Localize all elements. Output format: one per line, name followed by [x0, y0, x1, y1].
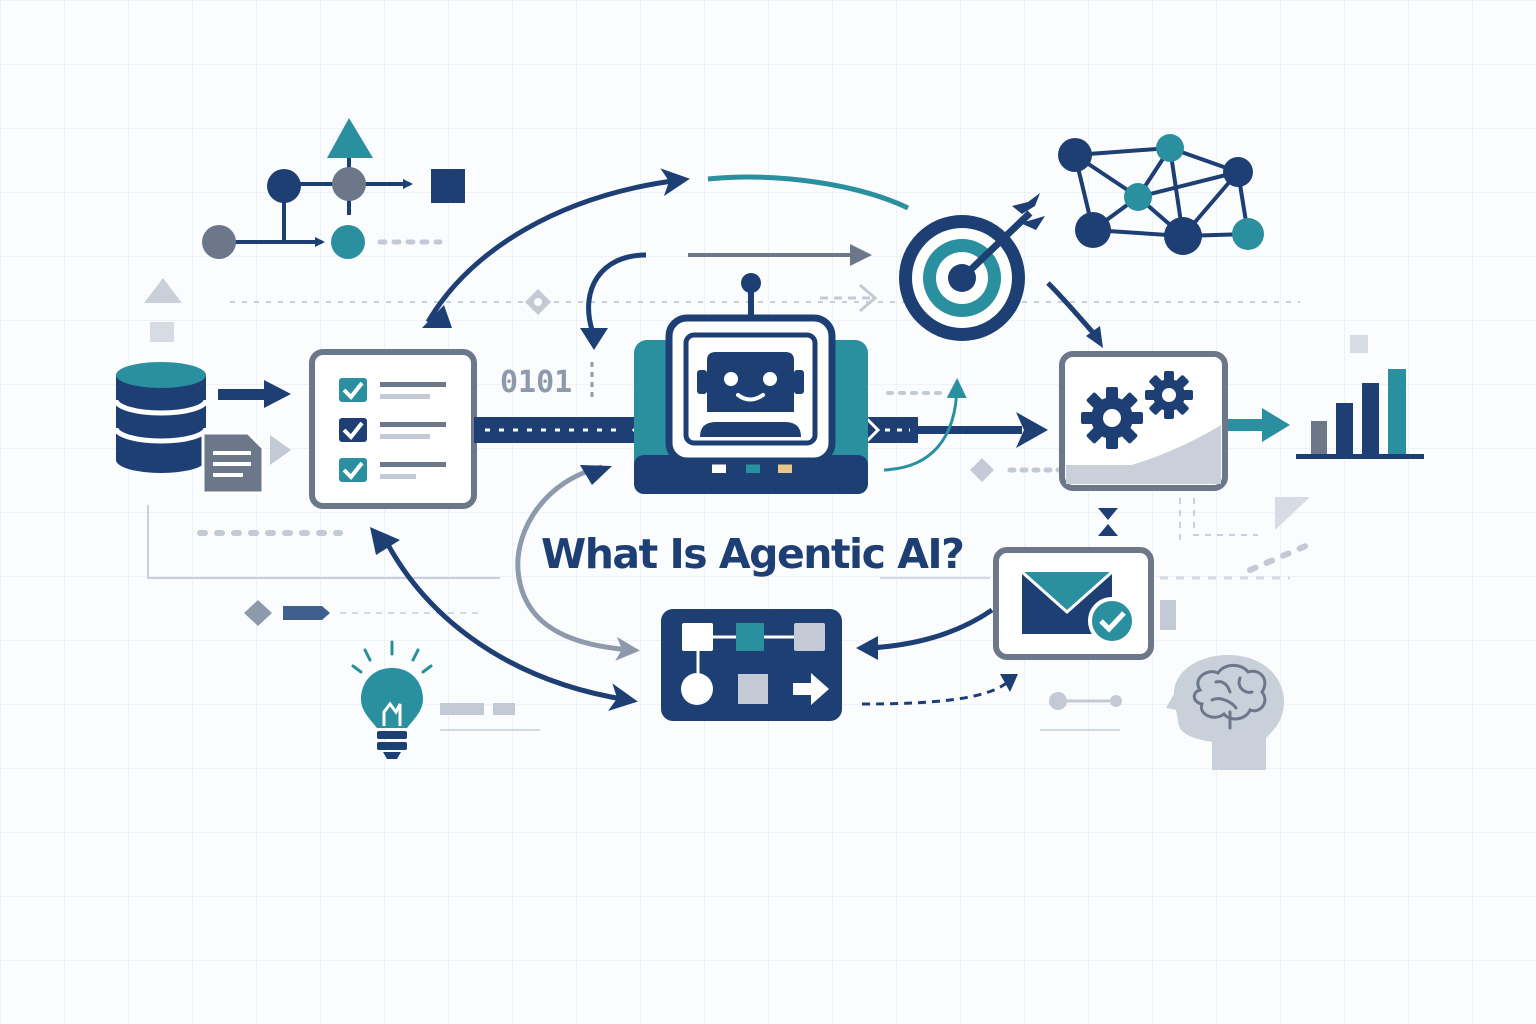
- flowchart-icon: [202, 118, 465, 259]
- target-icon: [899, 193, 1045, 341]
- background-decorations: [147, 239, 1318, 731]
- email-check-icon: [993, 547, 1154, 660]
- vertical-connector: [1098, 508, 1118, 536]
- workflow-icon: [661, 609, 842, 721]
- bar-chart-icon: [1296, 369, 1424, 459]
- page-title: What Is Agentic AI?: [541, 530, 963, 578]
- document-icon: [201, 431, 265, 495]
- checklist-icon: [309, 349, 477, 509]
- lightbulb-icon: [351, 640, 433, 759]
- input-arrows: [218, 380, 291, 465]
- background-shapes: [144, 278, 1368, 715]
- database-icon: [113, 362, 209, 473]
- teal-output-arrow: [1228, 408, 1290, 442]
- binary-label: 0101: [500, 365, 572, 400]
- network-icon: [1058, 134, 1264, 255]
- gears-icon: [1059, 351, 1228, 491]
- process-arrows: [370, 168, 1103, 712]
- brain-head-icon: [1166, 655, 1284, 770]
- robot-icon: [634, 273, 868, 494]
